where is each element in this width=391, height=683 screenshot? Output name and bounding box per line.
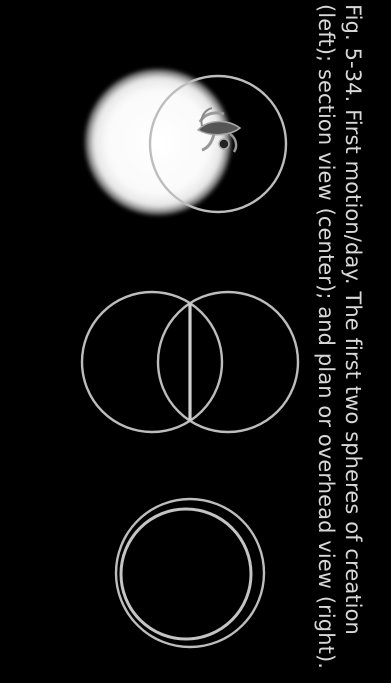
plan-circle-outer [116, 499, 264, 647]
section-circle-left [82, 292, 222, 432]
plan-circle-inner [121, 509, 251, 639]
section-circle-right [158, 292, 298, 432]
section-view-group [82, 292, 298, 432]
caption-line-2: (left); section view (center); and plan … [312, 4, 339, 679]
spheres-of-creation-group [85, 69, 286, 215]
figure-caption: Fig. 5-34. First motion/day. The first t… [306, 4, 366, 679]
plan-view-group [116, 499, 264, 647]
caption-line-1: Fig. 5-34. First motion/day. The first t… [339, 4, 366, 679]
luminous-sphere [85, 69, 231, 215]
